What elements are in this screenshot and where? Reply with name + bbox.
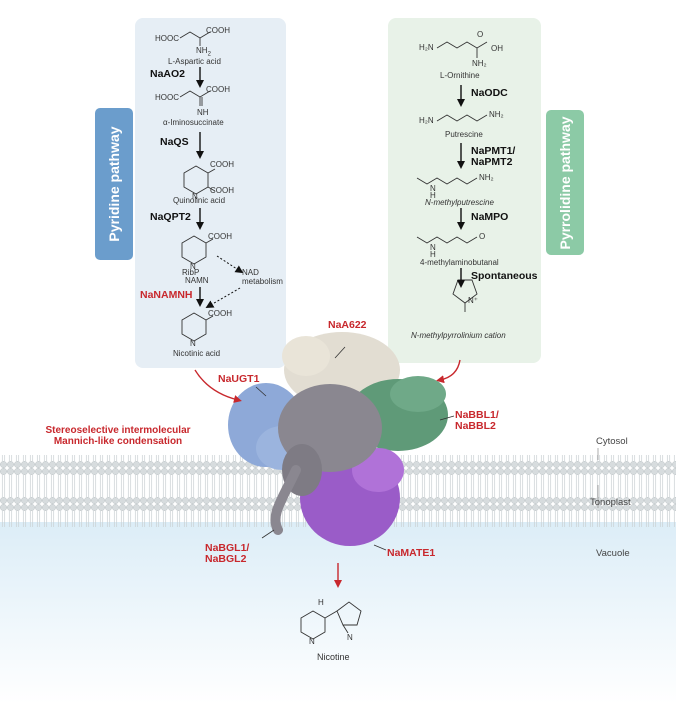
pyridine-pathway-tab: Pyridine pathway — [95, 108, 133, 260]
leader-bbl — [439, 415, 455, 421]
nicotine-h-label: H — [318, 598, 324, 607]
ornithine-nh2-label: NH₂ — [472, 59, 487, 68]
nicotinic-n-label: N — [190, 339, 196, 348]
compound-nicotine: Nicotine — [317, 652, 350, 662]
red-arrow-pyridine-to-protein — [194, 369, 242, 403]
pyrrolidine-panel — [388, 18, 541, 363]
compound-ornithine: L-Ornithine — [440, 71, 480, 80]
namn-ring — [181, 235, 207, 265]
quinolinic-n-label: N — [192, 192, 198, 201]
enzyme-naodc: NaODC — [471, 87, 508, 99]
enzyme-napmt: NaPMT1/ NaPMT2 — [471, 145, 516, 168]
pyrrolinium-n-plus-label: N⁺ — [468, 296, 478, 305]
methylaminobutanal-nh-label: N H — [430, 243, 436, 259]
nicotine-pyridine-n-label: N — [309, 637, 315, 646]
iminosuccinate-nh-label: NH — [197, 108, 209, 117]
namn-ribp-label: RibP — [182, 268, 200, 277]
red-arrow-pyrrolidine-to-protein — [436, 359, 461, 384]
leader-ugt — [255, 386, 267, 397]
pyrrolidine-pathway-tab: Pyrrolidine pathway — [546, 110, 584, 255]
methylputrescine-nh-label: N H — [430, 184, 436, 200]
leader-bgl — [261, 529, 275, 539]
aspartic-acid-nh2-label: NH2 — [196, 46, 211, 58]
compound-iminosuccinate: α-Iminosuccinate — [163, 118, 224, 127]
aspartic-acid-cooh-label: COOH — [206, 26, 230, 35]
compound-quinolinic-acid: Quinolinic acid — [173, 196, 226, 205]
aspartic-acid-structure — [179, 31, 211, 39]
quinolinic-acid-ring — [183, 165, 209, 195]
compound-methylaminobutanal: 4-methylaminobutanal — [420, 258, 499, 267]
ornithine-o-label: O — [477, 30, 484, 39]
iminosuccinate-cooh-label: COOH — [206, 85, 230, 94]
compound-aspartic-acid: L-Aspartic acid — [168, 57, 221, 66]
nicotine-pyrrolidine-ring — [336, 601, 362, 626]
ornithine-h2n-label: H₂N — [419, 43, 434, 52]
enzyme-nampo: NaMPO — [471, 211, 509, 223]
protein-complex — [228, 332, 448, 546]
nicotine-pyridine-ring — [300, 610, 326, 640]
methylaminobutanal-o-label: O — [479, 232, 486, 241]
label-vacuole: Vacuole — [596, 548, 630, 559]
dashed-arrow-namn-to-nad — [216, 255, 244, 274]
pyridine-panel — [135, 18, 286, 368]
namn-cooh-label: COOH — [208, 232, 232, 241]
compound-pyrrolinium-cation: N-methylpyrrolinium cation — [411, 331, 506, 340]
putrescine-h2n-label: H₂N — [419, 116, 434, 125]
quinolinic-cooh-label-1: COOH — [210, 160, 234, 169]
compound-nicotinic-acid: Nicotinic acid — [173, 349, 221, 358]
bgl-tail — [270, 465, 301, 535]
nicotine-pyrrolidine-n-label: N — [347, 633, 353, 642]
label-naugt1: NaUGT1 — [218, 373, 260, 385]
label-namate1: NaMATE1 — [387, 547, 436, 559]
enzyme-spontaneous: Spontaneous — [471, 270, 538, 282]
nicotinic-cooh-label: COOH — [208, 309, 232, 318]
namn-n-label: N — [190, 262, 196, 271]
n-methylputrescine-structure — [416, 177, 478, 185]
enzyme-nanamnh: NaNAMNH — [140, 289, 193, 301]
methylaminobutanal-structure — [416, 236, 478, 244]
quinolinic-acid-bond-2 — [207, 186, 216, 192]
compound-namn: NAMN — [185, 276, 209, 285]
dashed-arrow-nad-to-nicotinic — [205, 287, 241, 309]
nicotine-linker-bond — [324, 610, 338, 619]
compound-n-methylputrescine: N-methylputrescine — [425, 198, 494, 207]
bbl-protein-lobe — [390, 376, 446, 412]
putrescine-structure — [436, 114, 488, 122]
nicotine-methyl-bond — [342, 624, 349, 634]
label-mannich-condensation: Stereoselective intermolecular Mannich-l… — [45, 425, 191, 447]
label-cytosol: Cytosol — [596, 436, 628, 447]
leader-a622 — [334, 346, 346, 359]
label-tonoplast: Tonoplast — [590, 497, 631, 508]
ornithine-structure — [436, 41, 488, 49]
a622-protein-lobe — [282, 336, 330, 376]
methylputrescine-nh2-label: NH₂ — [479, 173, 494, 182]
aspartic-acid-hooc-label: HOOC — [155, 34, 179, 43]
pyrrolinium-ring — [452, 279, 478, 304]
ornithine-oh-label: OH — [491, 44, 503, 53]
enzyme-naqs: NaQS — [160, 136, 189, 148]
nh-text: NH — [196, 46, 208, 55]
enzyme-naao2: NaAO2 — [150, 68, 186, 80]
leader-mate — [373, 544, 387, 551]
quinolinic-cooh-label-2: COOH — [210, 186, 234, 195]
namn-bond — [205, 238, 214, 244]
nicotinic-acid-ring — [181, 312, 207, 342]
putrescine-nh2-label: NH₂ — [489, 110, 504, 119]
label-nabgl: NaBGL1/ NaBGL2 — [205, 542, 250, 565]
nad-metabolism-label: NAD metabolism — [242, 268, 283, 286]
iminosuccinate-hooc-label: HOOC — [155, 93, 179, 102]
enzyme-naqpt2: NaQPT2 — [150, 211, 191, 223]
nicotinic-acid-bond — [205, 315, 214, 321]
compound-putrescine: Putrescine — [445, 130, 483, 139]
label-nabbl: NaBBL1/ NaBBL2 — [455, 409, 499, 432]
nh2-subscript: 2 — [207, 51, 211, 58]
quinolinic-acid-bond — [207, 168, 216, 174]
iminosuccinate-structure — [179, 90, 211, 98]
label-naa622: NaA622 — [328, 319, 367, 331]
